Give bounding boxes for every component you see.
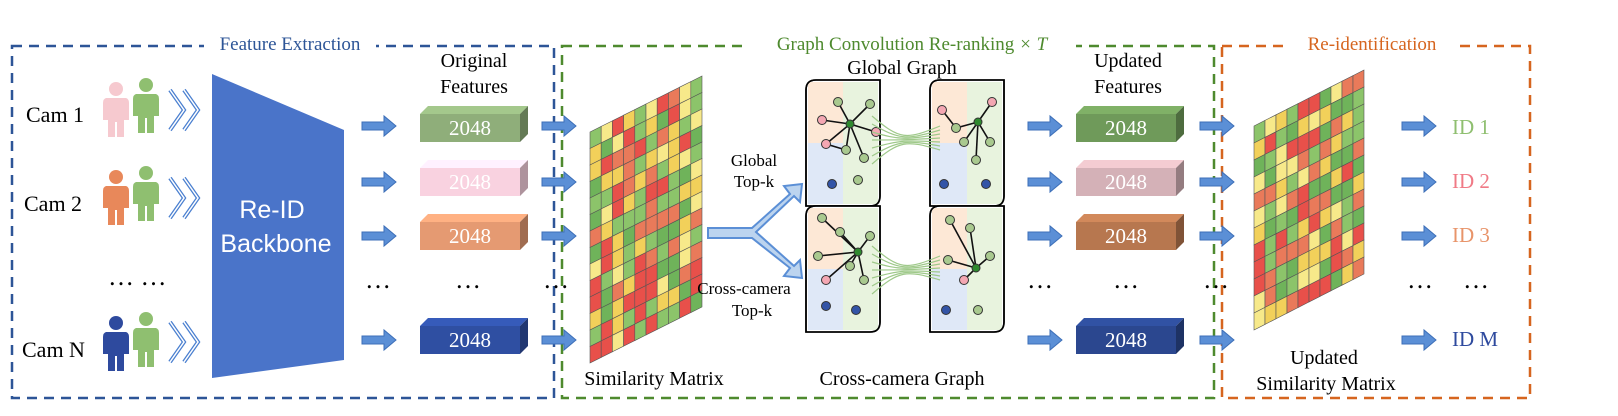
id-arrow-ellipsis: … [1407, 265, 1433, 294]
original-features-title-line1: Original [441, 50, 508, 72]
person-icon [103, 82, 129, 137]
person-icon [133, 312, 159, 367]
arrow-icon [541, 224, 577, 248]
backbone-label-line1: Re-ID [239, 196, 304, 224]
updated-features-ellipsis: … [1113, 265, 1139, 294]
graph-convolution-title: Graph Convolution Re-ranking × T [777, 34, 1049, 55]
arrow-column-ellipsis-2: … [543, 265, 569, 294]
feature-extraction-title: Feature Extraction [220, 34, 361, 55]
global-graph-label: Global Graph [847, 57, 956, 79]
arrow-icon [1199, 224, 1235, 248]
feature-block: 2048 [420, 318, 528, 354]
feature-dimension-label: 2048 [1105, 116, 1147, 140]
arrow-icon [1401, 224, 1437, 248]
arrow-icon [1401, 114, 1437, 138]
feature-block: 2048 [1076, 160, 1184, 196]
arrow-icon [1027, 224, 1063, 248]
feature-dimension-label: 2048 [1105, 224, 1147, 248]
global-topk-label-line2: Top-k [734, 172, 775, 191]
original-features-ellipsis: … [455, 265, 481, 294]
arrow-icon [1199, 170, 1235, 194]
graph-column-ellipsis: … [1027, 265, 1053, 294]
person-icon [133, 78, 159, 133]
updated-similarity-matrix [1253, 69, 1365, 331]
feature-block: 2048 [1076, 106, 1184, 142]
arrow-icon [1199, 328, 1235, 352]
double-chevron-icon [168, 88, 201, 132]
arrow-icon [1027, 170, 1063, 194]
graph-connection-lines [871, 115, 941, 165]
arrow-icon [361, 328, 397, 352]
updated-features-title-line2: Features [1094, 76, 1162, 98]
arrow-icon [541, 114, 577, 138]
global-graph-right [929, 79, 1005, 207]
feature-extraction-box [10, 44, 556, 400]
arrow-icon [1401, 328, 1437, 352]
identity-label: ID 2 [1452, 169, 1490, 193]
id-ellipsis: … [1463, 265, 1489, 294]
arrow-icon [361, 170, 397, 194]
graph-connection-lines [871, 245, 941, 295]
cross-camera-graph-left [805, 205, 881, 333]
cross-topk-label-line2: Top-k [732, 301, 773, 320]
feature-dimension-label: 2048 [449, 116, 491, 140]
identity-label: ID M [1452, 327, 1498, 351]
double-chevron-icon [168, 320, 201, 364]
arrow-icon [1027, 328, 1063, 352]
arrow-icon [1199, 114, 1235, 138]
global-graph-left [805, 79, 881, 207]
cross-camera-graph-right [929, 205, 1005, 333]
arrow-icon [1401, 170, 1437, 194]
feature-dimension-label: 2048 [1105, 328, 1147, 352]
feature-block: 2048 [420, 106, 528, 142]
feature-block: 2048 [1076, 318, 1184, 354]
feature-block: 2048 [420, 160, 528, 196]
original-features-title-line2: Features [440, 76, 508, 98]
backbone-label-line2: Backbone [220, 230, 331, 258]
feature-block: 2048 [420, 214, 528, 250]
arrow-icon [1027, 114, 1063, 138]
global-topk-label-line1: Global [731, 151, 778, 170]
person-icon [103, 316, 129, 371]
arrow-icon [361, 114, 397, 138]
camera-label-n: Cam N [22, 337, 85, 362]
camera-label-2: Cam 2 [24, 191, 82, 216]
identity-label: ID 1 [1452, 115, 1490, 139]
updated-matrix-label-line1: Updated [1290, 347, 1358, 369]
reid-arrow-ellipsis: … [1203, 265, 1229, 294]
person-icon [133, 166, 159, 221]
arrow-icon [541, 170, 577, 194]
reid-backbone-block [212, 74, 344, 378]
updated-matrix-label-line2: Similarity Matrix [1256, 373, 1395, 395]
similarity-matrix [589, 75, 703, 364]
camera-ellipsis: … … [108, 262, 167, 291]
similarity-matrix-label: Similarity Matrix [584, 368, 723, 390]
feature-dimension-label: 2048 [1105, 170, 1147, 194]
cross-camera-graph-label: Cross-camera Graph [820, 368, 985, 390]
topk-split-arrow [707, 182, 804, 280]
arrow-icon [361, 224, 397, 248]
feature-dimension-label: 2048 [449, 224, 491, 248]
arrow-icon [541, 328, 577, 352]
double-chevron-icon [168, 176, 201, 220]
arrow-column-ellipsis-1: … [365, 265, 391, 294]
feature-dimension-label: 2048 [449, 170, 491, 194]
reidentification-title: Re-identification [1308, 34, 1437, 55]
camera-label-1: Cam 1 [26, 102, 84, 127]
updated-features-title-line1: Updated [1094, 50, 1162, 72]
feature-dimension-label: 2048 [449, 328, 491, 352]
person-icon [103, 170, 129, 225]
cross-topk-label-line1: Cross-camera [697, 279, 791, 298]
feature-block: 2048 [1076, 214, 1184, 250]
identity-label: ID 3 [1452, 223, 1490, 247]
